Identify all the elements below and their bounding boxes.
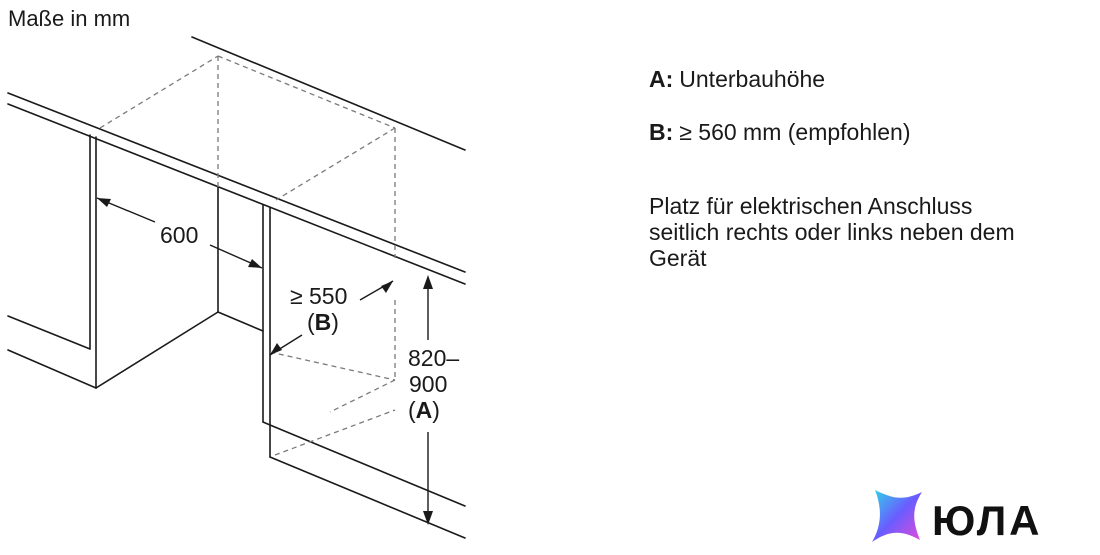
hidden-line <box>275 127 396 201</box>
arrow-head <box>270 343 282 355</box>
hidden-line <box>274 409 396 456</box>
height-dimension-label: 900 <box>409 371 448 397</box>
niche-floor-line <box>217 311 264 332</box>
arrow-head <box>423 511 433 525</box>
arrow-head <box>97 198 111 207</box>
hidden-line <box>217 55 396 129</box>
legend-a: A:Unterbauhöhe <box>649 66 825 92</box>
logo-wordmark: ЮЛА <box>932 497 1043 544</box>
width-dimension-label: 600 <box>160 222 199 248</box>
worktop-top-edge <box>7 92 466 273</box>
note-line: seitlich rechts oder links neben dem <box>649 219 1015 245</box>
note-line: Platz für elektrischen Anschluss <box>649 193 973 219</box>
arrow-head <box>423 275 433 289</box>
hidden-line <box>329 379 396 413</box>
depth-dimension-key: (B) <box>307 309 339 335</box>
height-dimension-key: (A) <box>408 397 440 423</box>
legend-b-text: ≥ 560 mm (empfohlen) <box>679 119 911 145</box>
back-edge-line <box>191 36 466 151</box>
legend-b-key: B: <box>649 119 674 145</box>
legend-b: B:≥ 560 mm (empfohlen) <box>649 119 911 145</box>
depth-dimension-label: ≥ 550 <box>290 283 348 309</box>
legend-a-key: A: <box>649 66 674 92</box>
connection-note: Platz für elektrischen Anschluss seitlic… <box>649 193 1069 271</box>
worktop-bottom-edge <box>7 103 466 285</box>
hidden-line <box>269 351 396 381</box>
plinth-line <box>269 424 466 507</box>
right-cabinet-bottom <box>262 421 271 426</box>
left-cabinet-base <box>7 349 97 389</box>
left-cabinet-base <box>95 311 219 389</box>
arrow-head <box>248 259 262 268</box>
logo-star-icon <box>872 490 922 542</box>
left-cabinet-front <box>7 315 91 350</box>
units-caption: Maße in mm <box>8 6 131 31</box>
height-dimension-label: 820– <box>408 345 460 371</box>
arrow-head <box>381 281 393 293</box>
legend-a-text: Unterbauhöhe <box>679 66 826 92</box>
note-line: Gerät <box>649 245 707 271</box>
hidden-line <box>99 55 219 129</box>
plinth-line <box>269 456 466 539</box>
